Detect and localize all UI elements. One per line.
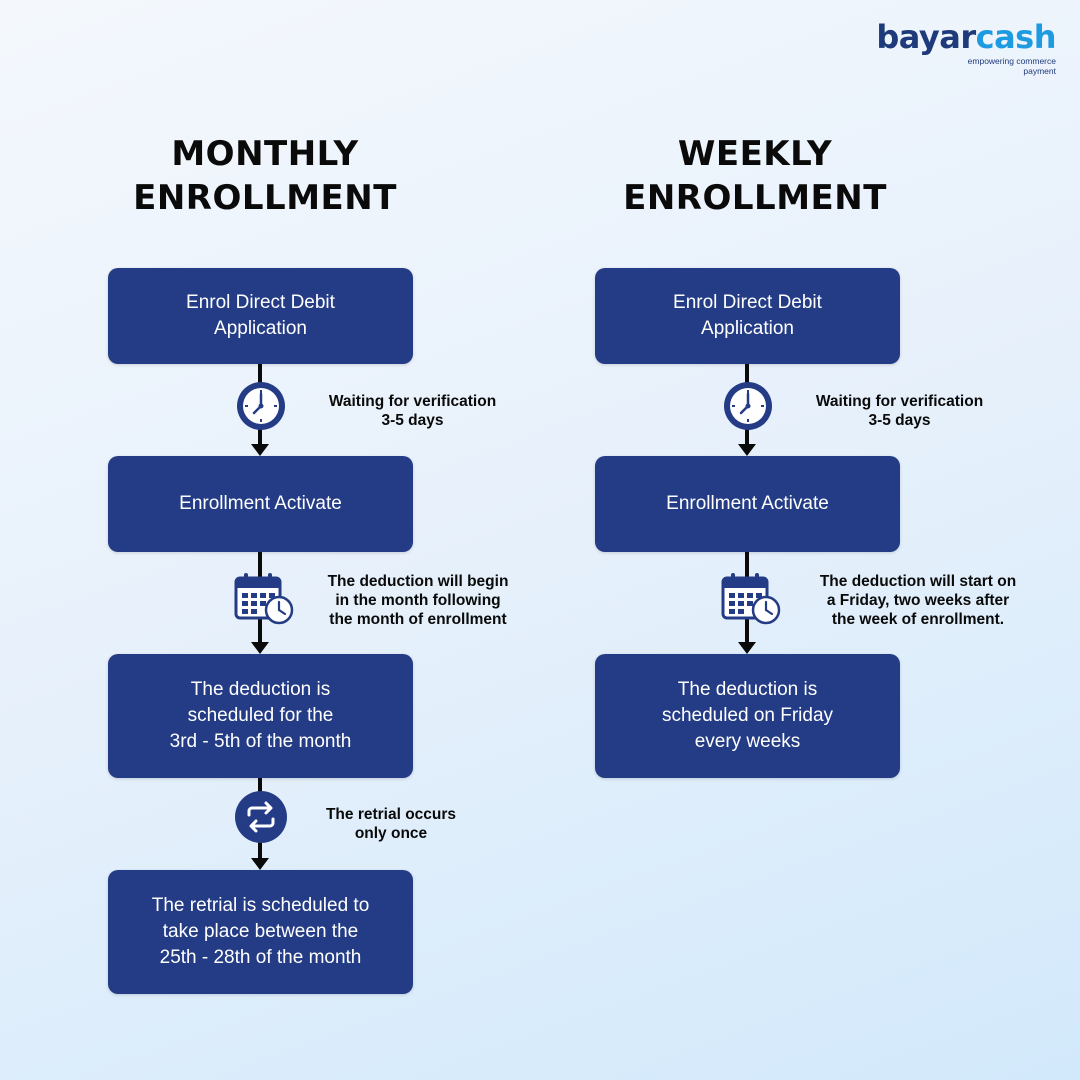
monthly-note-deduction-start: The deduction will begin in the month fo… — [327, 573, 509, 628]
weekly-step-enrol: Enrol Direct Debit Application — [595, 268, 900, 364]
brand-name-part2: cash — [975, 18, 1057, 56]
weekly-arrowhead-2 — [738, 642, 756, 654]
clock-icon — [237, 382, 285, 430]
monthly-arrowhead-2 — [251, 642, 269, 654]
monthly-step-deduction: The deduction is scheduled for the 3rd -… — [108, 654, 413, 778]
monthly-step-retrial: The retrial is scheduled to take place b… — [108, 870, 413, 994]
weekly-step-deduction: The deduction is scheduled on Friday eve… — [595, 654, 900, 778]
monthly-note-retrial: The retrial occurs only once — [325, 806, 457, 842]
monthly-step-activate: Enrollment Activate — [108, 456, 413, 552]
monthly-arrowhead-3 — [251, 858, 269, 870]
repeat-icon — [235, 791, 287, 843]
monthly-title: MONTHLY ENROLLMENT — [133, 134, 397, 218]
weekly-step-activate: Enrollment Activate — [595, 456, 900, 552]
brand-wordmark: bayarcash — [876, 18, 1056, 56]
weekly-note-deduction-start: The deduction will start on a Friday, tw… — [819, 573, 1017, 628]
monthly-note-verification: Waiting for verification 3-5 days — [328, 393, 497, 429]
monthly-arrowhead-1 — [251, 444, 269, 456]
clock-icon — [724, 382, 772, 430]
brand-tagline: empowering commerce payment — [967, 56, 1056, 76]
weekly-title: WEEKLY ENROLLMENT — [623, 134, 887, 218]
brand-name-part1: bayar — [876, 18, 976, 56]
brand-logo: bayarcash empowering commerce payment — [876, 18, 1056, 76]
calendar-clock-icon — [234, 573, 294, 625]
calendar-clock-icon — [721, 573, 781, 625]
weekly-arrowhead-1 — [738, 444, 756, 456]
weekly-note-verification: Waiting for verification 3-5 days — [815, 393, 984, 429]
monthly-step-enrol: Enrol Direct Debit Application — [108, 268, 413, 364]
